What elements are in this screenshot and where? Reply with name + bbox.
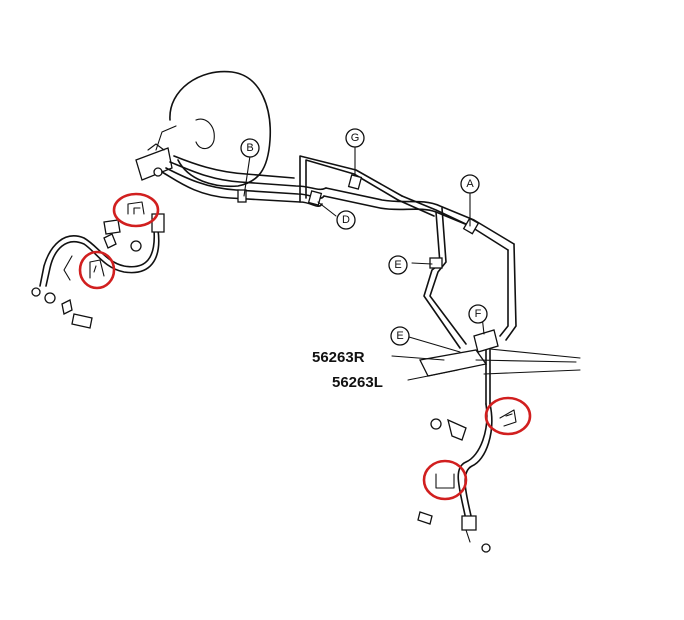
highlight-clip-right-upper: [484, 396, 532, 436]
right-flex-hose: [457, 403, 493, 543]
callout-e-lower: E: [390, 326, 410, 346]
callout-g: G: [345, 128, 365, 148]
callout-g-label: G: [351, 132, 360, 144]
callout-b: B: [240, 138, 260, 158]
part-number-56263r: 56263R: [312, 349, 365, 366]
highlight-clip-left-lower: [78, 250, 116, 290]
brake-booster: [155, 70, 272, 188]
right-hose-bracket: [419, 329, 581, 405]
callout-e-upper: E: [388, 255, 408, 275]
callout-b-label: B: [246, 142, 253, 154]
callout-d-label: D: [342, 214, 350, 226]
line-clamps: [237, 174, 480, 269]
callout-e-upper-label: E: [394, 259, 401, 271]
part-number-56263l: 56263L: [332, 374, 383, 391]
callout-f: F: [468, 304, 488, 324]
leader-lines: [243, 145, 485, 381]
callout-d: D: [336, 210, 356, 230]
callout-a-label: A: [466, 178, 474, 190]
left-fasteners: [31, 287, 93, 329]
proportioning-valve: [135, 143, 173, 181]
callout-a: A: [460, 174, 480, 194]
callout-f-label: F: [475, 308, 482, 320]
callout-e-lower-label: E: [396, 330, 403, 342]
left-flex-hose: [39, 229, 160, 287]
left-hose-fittings: [103, 213, 165, 252]
highlight-clip-left-upper: [112, 192, 160, 228]
brake-line-bundle: [161, 155, 517, 349]
highlight-clip-right-lower: [422, 459, 468, 501]
right-fasteners: [417, 418, 491, 553]
